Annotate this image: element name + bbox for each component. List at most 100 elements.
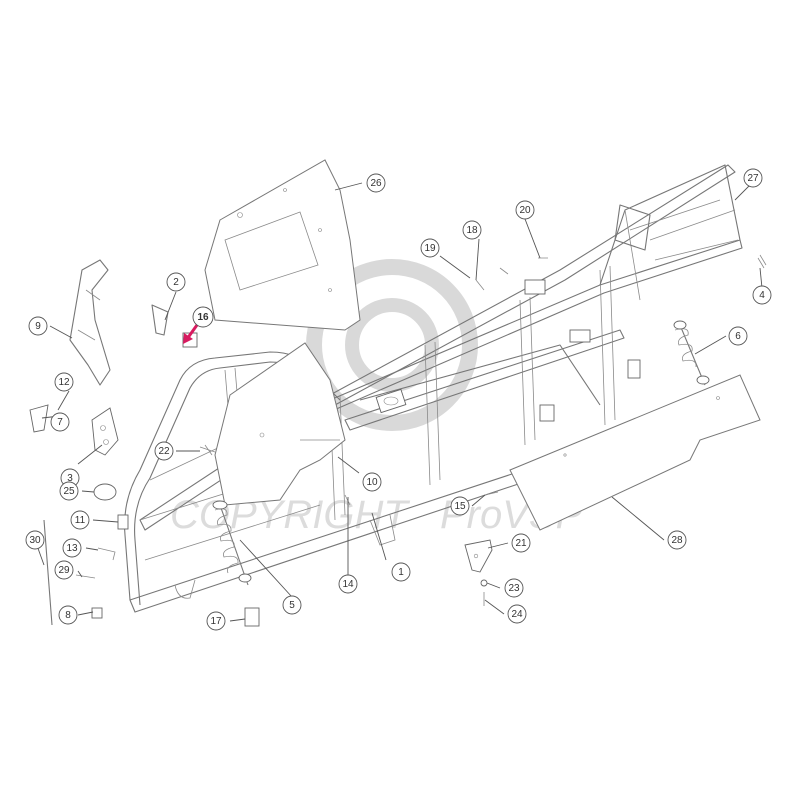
callout-11: 11 xyxy=(70,510,90,530)
callout-ring xyxy=(54,560,74,580)
callout-number: 29 xyxy=(58,565,70,576)
panel-26 xyxy=(204,159,361,331)
callout-29: 29 xyxy=(54,560,74,580)
callout-number: 1 xyxy=(398,567,404,578)
callout-17: 17 xyxy=(206,611,226,631)
callout-25: 25 xyxy=(59,481,79,501)
callout-number: 16 xyxy=(197,312,209,323)
callout-number: 20 xyxy=(519,205,531,216)
callout-9: 9 xyxy=(28,316,48,336)
callout-number: 9 xyxy=(35,321,41,332)
callout-ring xyxy=(54,372,74,392)
callout-ring xyxy=(752,285,772,305)
callout-number: 24 xyxy=(511,609,523,620)
callout-ring xyxy=(62,538,82,558)
callout-2: 2 xyxy=(166,272,186,292)
callout-14: 14 xyxy=(338,574,358,594)
callout-ring xyxy=(728,326,748,346)
callout-ring xyxy=(420,238,440,258)
callout-number: 7 xyxy=(57,417,63,428)
callout-4: 4 xyxy=(752,285,772,305)
callout-layer: 1234567891011121314151617181920212223242… xyxy=(25,168,772,631)
callout-16: 16 xyxy=(183,306,214,344)
callout-number: 13 xyxy=(66,543,78,554)
panel-28 xyxy=(509,374,761,531)
callout-21: 21 xyxy=(511,533,531,553)
callout-24: 24 xyxy=(507,604,527,624)
callout-ring xyxy=(59,481,79,501)
callout-number: 15 xyxy=(454,501,466,512)
callout-number: 10 xyxy=(366,477,378,488)
callout-26: 26 xyxy=(366,173,386,193)
callout-8: 8 xyxy=(58,605,78,625)
callout-number: 8 xyxy=(65,610,71,621)
callout-27: 27 xyxy=(743,168,763,188)
callout-ring xyxy=(58,605,78,625)
callout-ring xyxy=(206,611,226,631)
callout-23: 23 xyxy=(504,578,524,598)
callout-ring xyxy=(25,530,45,550)
callout-ring xyxy=(450,496,470,516)
callout-1: 1 xyxy=(391,562,411,582)
callout-7: 7 xyxy=(50,412,70,432)
callout-18: 18 xyxy=(462,220,482,240)
callout-number: 6 xyxy=(735,331,741,342)
shock-absorber-6 xyxy=(673,320,710,386)
callout-ring xyxy=(515,200,535,220)
callout-number: 14 xyxy=(342,579,354,590)
callout-number: 3 xyxy=(67,473,73,484)
callout-number: 2 xyxy=(173,277,179,288)
callout-ring xyxy=(70,510,90,530)
callout-number: 11 xyxy=(75,515,86,526)
watermark-logo-ring xyxy=(306,259,478,431)
watermark: COPYRIGHT ProVSP xyxy=(170,259,583,537)
callout-number: 5 xyxy=(289,600,295,611)
callout-19: 19 xyxy=(420,238,440,258)
callout-number: 17 xyxy=(210,616,222,627)
callout-number: 19 xyxy=(424,243,436,254)
arrow-head-icon xyxy=(183,333,193,344)
callout-ring xyxy=(507,604,527,624)
callout-30: 30 xyxy=(25,530,45,550)
callout-number: 12 xyxy=(58,377,70,388)
callout-5: 5 xyxy=(282,595,302,615)
callout-ring xyxy=(282,595,302,615)
callout-ring xyxy=(391,562,411,582)
callout-ring xyxy=(743,168,763,188)
callout-22: 22 xyxy=(154,441,174,461)
callout-ring xyxy=(50,412,70,432)
callout-ring xyxy=(166,272,186,292)
callout-number: 30 xyxy=(29,535,41,546)
callout-ring xyxy=(154,441,174,461)
callout-number: 21 xyxy=(515,538,527,549)
callout-number: 25 xyxy=(63,486,75,497)
callout-ring xyxy=(511,533,531,553)
callout-number: 18 xyxy=(466,225,478,236)
callout-12: 12 xyxy=(54,372,74,392)
callout-10: 10 xyxy=(362,472,382,492)
callout-20: 20 xyxy=(515,200,535,220)
callout-6: 6 xyxy=(728,326,748,346)
callout-ring xyxy=(362,472,382,492)
callout-number: 4 xyxy=(759,290,765,301)
callout-13: 13 xyxy=(62,538,82,558)
callout-ring xyxy=(462,220,482,240)
callout-ring xyxy=(504,578,524,598)
callout-number: 27 xyxy=(747,173,759,184)
callout-ring xyxy=(28,316,48,336)
callout-number: 23 xyxy=(508,583,520,594)
watermark-copyright: COPYRIGHT xyxy=(170,493,410,537)
callout-number: 22 xyxy=(158,446,170,457)
callout-15: 15 xyxy=(450,496,470,516)
callout-ring xyxy=(192,306,214,328)
callout-number: 28 xyxy=(671,535,683,546)
callout-28: 28 xyxy=(667,530,687,550)
panel-10 xyxy=(214,342,346,506)
callout-ring xyxy=(366,173,386,193)
main-frame xyxy=(124,164,746,613)
callout-number: 26 xyxy=(370,178,382,189)
callout-ring xyxy=(338,574,358,594)
callout-ring xyxy=(667,530,687,550)
